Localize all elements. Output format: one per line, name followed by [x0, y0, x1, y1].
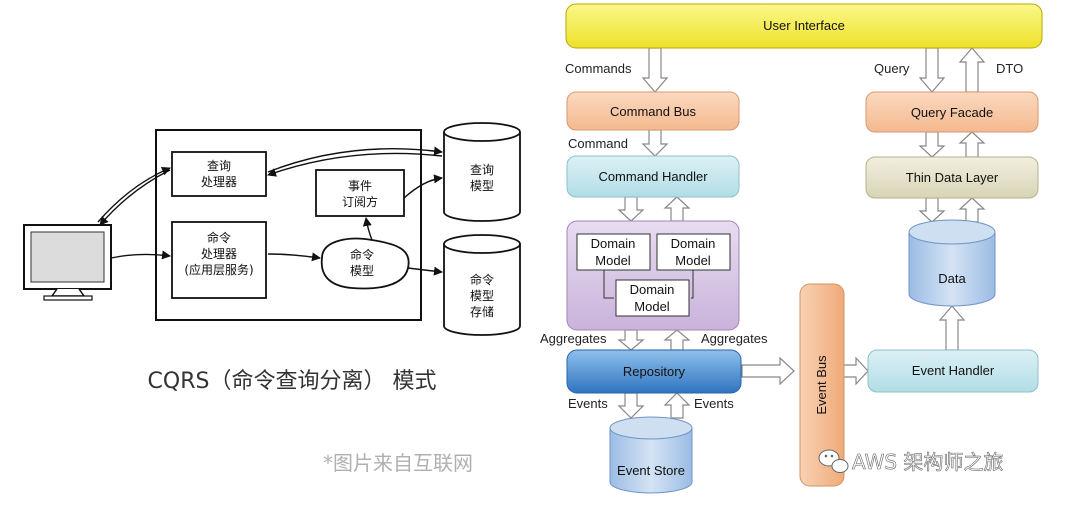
- command-store-line3: 存储: [470, 304, 494, 319]
- domain-model-3-line2: Model: [634, 299, 670, 314]
- user-interface-label: User Interface: [763, 18, 845, 33]
- arrow-bus-to-handler: [641, 129, 669, 157]
- arrow-repo-to-store: [617, 392, 645, 419]
- command-handler-panel: Command Handler: [566, 155, 740, 198]
- command-model-line2: 模型: [350, 264, 374, 278]
- data-label: Data: [938, 271, 966, 286]
- data-cylinder: Data: [908, 219, 996, 307]
- sketch-arrows: [97, 146, 443, 276]
- arrow-command-to-blob: [267, 252, 321, 262]
- domain-model-3-line1: Domain: [630, 282, 675, 297]
- domain-model-2-line1: Domain: [671, 236, 716, 251]
- event-store-label: Event Store: [617, 463, 685, 478]
- flow-arrows: [617, 47, 986, 419]
- command-handler-line1: 命令: [207, 230, 231, 245]
- arrow-bus-to-event-handler: [842, 356, 869, 386]
- arrow-domain-to-repo: [617, 329, 645, 351]
- query-model-line1: 查询: [470, 163, 494, 177]
- arrow-ui-to-command-bus: [641, 47, 669, 93]
- command-model-store-cylinder: 命令 模型 存储: [443, 234, 521, 336]
- domain-model-1: Domain Model: [576, 233, 651, 271]
- image-credit: *图片来自互联网: [323, 451, 473, 475]
- application-boundary: [155, 129, 422, 321]
- query-facade-box: Query Facade: [865, 91, 1039, 133]
- arrow-blob-to-store: [407, 266, 443, 276]
- arrow-monitor-to-command: [110, 250, 171, 260]
- arrow-blob-to-subscriber: [362, 217, 373, 241]
- query-label: Query: [874, 61, 910, 76]
- command-handler-box: 命令 处理器 (应用层服务): [171, 221, 267, 299]
- computer-monitor-icon: [23, 224, 112, 301]
- query-facade-label: Query Facade: [911, 105, 993, 120]
- command-label: Command: [568, 136, 628, 151]
- events-left-label: Events: [568, 396, 608, 411]
- arrow-facade-to-thin: [918, 131, 946, 158]
- query-handler-line1: 查询: [207, 159, 231, 173]
- query-model-line2: 模型: [470, 179, 494, 193]
- event-subscriber-line1: 事件: [348, 179, 372, 193]
- watermark-text: AWS 架构师之旅: [852, 450, 1003, 474]
- arrow-monitor-to-query: [97, 166, 171, 223]
- command-handler-label: Command Handler: [598, 169, 708, 184]
- left-cqrs-sketch: 查询 处理器 命令 处理器 (应用层服务) 事件 订阅方 命令 模型 查询 模型: [23, 122, 521, 475]
- event-store-cylinder: Event Store: [609, 416, 693, 494]
- query-model-cylinder: 查询 模型: [443, 122, 521, 222]
- domain-model-2-line2: Model: [675, 253, 711, 268]
- thin-data-layer-label: Thin Data Layer: [906, 170, 999, 185]
- arrow-query-to-model: [267, 146, 443, 173]
- arrow-repo-to-event-bus: [741, 356, 795, 386]
- domain-model-2: Domain Model: [656, 233, 731, 271]
- user-interface-box: User Interface: [565, 3, 1043, 49]
- arrow-domain-to-handler: [663, 196, 691, 222]
- command-store-line2: 模型: [470, 289, 494, 303]
- arrow-thin-to-facade: [958, 131, 986, 158]
- thin-data-layer-box: Thin Data Layer: [865, 156, 1039, 199]
- command-handler-line3: (应用层服务): [184, 262, 253, 277]
- command-handler-line2: 处理器: [201, 247, 237, 261]
- command-store-line1: 命令: [470, 272, 494, 287]
- event-subscriber-line2: 订阅方: [342, 194, 378, 209]
- event-bus-box: Event Bus: [799, 283, 845, 487]
- arrow-store-to-repo: [663, 392, 691, 419]
- arrow-ui-to-query-facade: [918, 47, 946, 93]
- arrow-query-to-monitor: [99, 169, 171, 226]
- domain-model-3: Domain Model: [615, 279, 690, 317]
- command-bus-label: Command Bus: [610, 104, 696, 119]
- event-handler-box: Event Handler: [867, 349, 1039, 393]
- aggregates-left-label: Aggregates: [540, 331, 607, 346]
- command-bus-box: Command Bus: [566, 91, 740, 131]
- right-cqrs-architecture: User Interface Commands Query DTO Comman…: [540, 3, 1043, 494]
- dto-label: DTO: [996, 61, 1023, 76]
- events-right-label: Events: [694, 396, 734, 411]
- arrow-subscriber-to-query-model: [403, 174, 443, 199]
- query-handler-box: 查询 处理器: [171, 151, 267, 197]
- arrow-handler-to-domain: [617, 196, 645, 222]
- domain-model-1-line1: Domain: [591, 236, 636, 251]
- wechat-icon: [818, 449, 849, 473]
- query-handler-line2: 处理器: [201, 175, 237, 189]
- command-model-blob: 命令 模型: [320, 237, 410, 290]
- aggregates-right-label: Aggregates: [701, 331, 768, 346]
- event-subscriber-box: 事件 订阅方: [315, 169, 405, 217]
- command-model-line1: 命令: [350, 247, 374, 262]
- arrow-data-to-thin: [958, 197, 986, 223]
- arrow-thin-to-data: [918, 197, 946, 223]
- event-bus-label: Event Bus: [814, 355, 829, 415]
- diagram-caption: CQRS（命令查询分离） 模式: [148, 369, 437, 394]
- repository-label: Repository: [623, 364, 686, 379]
- domain-aggregate-container: Domain Model Domain Model Domain Model: [566, 220, 740, 331]
- arrow-model-to-query: [267, 152, 443, 177]
- arrow-facade-to-ui: [958, 47, 986, 93]
- domain-link-1: [603, 270, 614, 299]
- arrow-repo-to-domain: [663, 329, 691, 351]
- wechat-watermark: AWS 架构师之旅: [818, 449, 1004, 474]
- event-handler-label: Event Handler: [912, 363, 995, 378]
- arrow-event-handler-to-data: [938, 305, 966, 351]
- commands-label: Commands: [565, 61, 632, 76]
- domain-link-2: [691, 270, 694, 299]
- repository-box: Repository: [566, 349, 742, 394]
- domain-model-1-line2: Model: [595, 253, 631, 268]
